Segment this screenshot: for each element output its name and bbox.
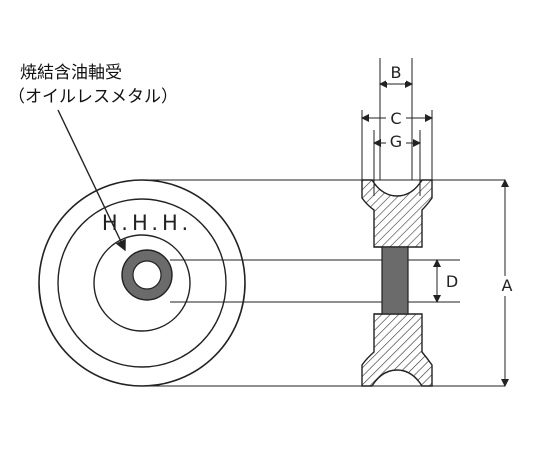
pulley-section-view	[361, 179, 433, 387]
upper-wheel-section	[361, 179, 433, 248]
dim-label-b: B	[391, 63, 402, 82]
pulley-front-view: H.H.H.	[38, 179, 246, 387]
bearing-callout-line1: 焼結含油軸受	[20, 63, 122, 83]
bearing-section	[381, 246, 409, 315]
shaft-bore	[132, 260, 162, 290]
bearing-callout-line2: （オイルレスメタル）	[8, 87, 178, 107]
dim-label-d: D	[446, 272, 458, 291]
projection-lines	[142, 179, 505, 387]
pulley-hub-ring	[93, 234, 191, 332]
dim-label-c: C	[390, 109, 401, 128]
dim-label-g: G	[390, 132, 402, 151]
lower-wheel-section	[361, 313, 433, 387]
dim-label-a: A	[502, 276, 513, 295]
pulley-groove-ring	[57, 198, 227, 368]
callout-arrow	[57, 109, 126, 252]
